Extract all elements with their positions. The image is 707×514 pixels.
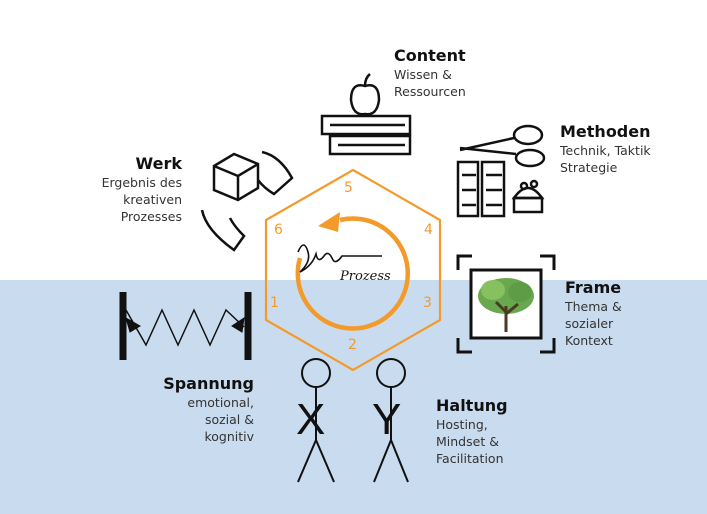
framed-tree-icon <box>456 254 556 354</box>
signature-scribble <box>297 244 382 273</box>
frame-line2: sozialer <box>565 316 614 331</box>
haltung-label: Haltung Hosting, Mindset & Facilitation <box>436 396 508 467</box>
hex-number-5: 5 <box>344 180 353 196</box>
content-title: Content <box>394 46 466 65</box>
methoden-label: Methoden Technik, Taktik Strategie <box>560 122 651 176</box>
scissors-thread-pincushion-icon <box>456 124 546 218</box>
frame-line3: Kontext <box>565 333 613 348</box>
center-label: Prozess <box>339 269 391 284</box>
cycle-arrow <box>295 216 411 331</box>
werk-line3: Prozesses <box>120 209 182 224</box>
content-label: Content Wissen & Ressourcen <box>394 46 466 100</box>
hex-number-2: 2 <box>348 337 357 353</box>
frame-line1: Thema & <box>565 299 622 314</box>
figure-letter-x: X <box>296 395 325 444</box>
werk-line2: kreativen <box>123 192 182 207</box>
spannung-title: Spannung <box>163 374 254 393</box>
process-hexagon <box>264 168 442 372</box>
methoden-line2: Strategie <box>560 160 618 175</box>
spring-tension-icon <box>119 292 252 360</box>
methoden-title: Methoden <box>560 122 651 141</box>
spannung-line3: kognitiv <box>204 429 254 444</box>
frame-title: Frame <box>565 278 622 297</box>
werk-label: Werk Ergebnis des kreativen Prozesses <box>60 154 182 225</box>
haltung-title: Haltung <box>436 396 508 415</box>
hex-number-3: 3 <box>423 295 432 311</box>
stick-figures-icon <box>297 358 409 483</box>
frame-label: Frame Thema & sozialer Kontext <box>565 278 622 349</box>
werk-title: Werk <box>135 154 182 173</box>
haltung-line2: Mindset & <box>436 434 499 449</box>
lower-background-band <box>0 280 707 514</box>
content-line1: Wissen & <box>394 67 452 82</box>
figure-letter-y: Y <box>372 395 401 444</box>
content-line2: Ressourcen <box>394 84 466 99</box>
haltung-line1: Hosting, <box>436 417 488 432</box>
hands-passing-box-icon <box>200 150 294 252</box>
haltung-line3: Facilitation <box>436 451 504 466</box>
hex-number-1: 1 <box>270 295 279 311</box>
hex-number-4: 4 <box>424 222 433 238</box>
cycle-arrowhead <box>318 212 340 232</box>
hex-number-6: 6 <box>274 222 283 238</box>
apple-on-books-icon <box>320 73 412 156</box>
methoden-line1: Technik, Taktik <box>560 143 651 158</box>
spannung-line1: emotional, <box>187 395 254 410</box>
spannung-line2: sozial & <box>204 412 254 427</box>
werk-line1: Ergebnis des <box>101 175 182 190</box>
spannung-label: Spannung emotional, sozial & kognitiv <box>120 374 254 445</box>
